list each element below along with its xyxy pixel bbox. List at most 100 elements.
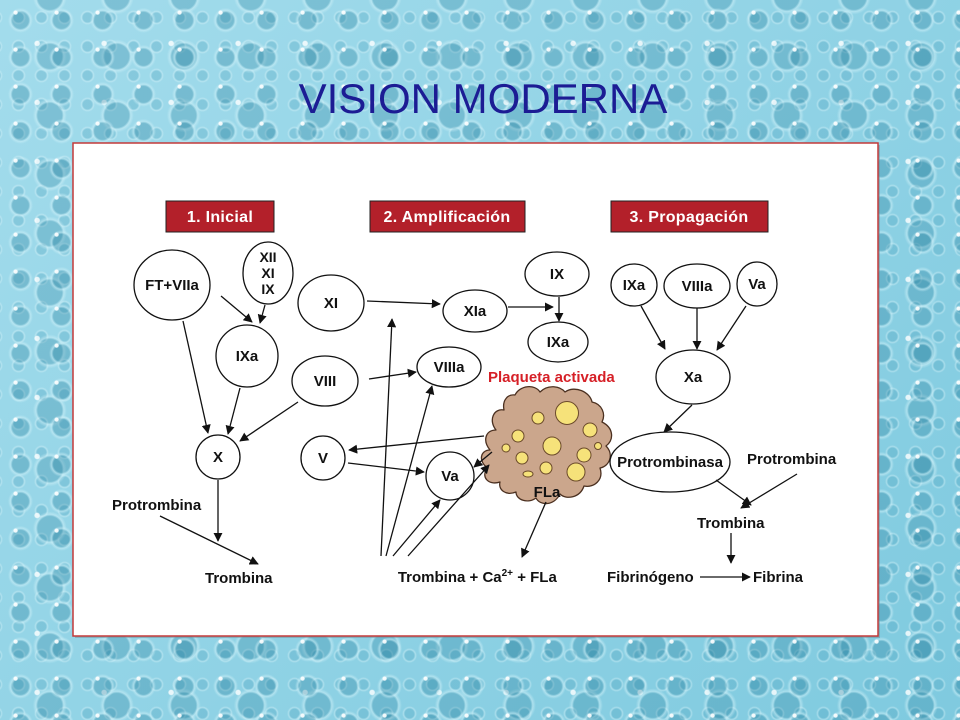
node-v-shape xyxy=(300,435,346,481)
arrow-platelet-to-fla xyxy=(521,501,547,558)
node-viiia-propagacion-label: VIIIa xyxy=(682,278,714,295)
platelet-granule xyxy=(531,411,545,425)
node-ixa-inicial: IXa xyxy=(215,324,279,388)
arrow-xi-to-xia xyxy=(366,299,441,309)
phase-header-amplificacion: 2. Amplificación xyxy=(369,200,526,233)
node-xi: XI xyxy=(297,274,365,332)
node-v: V xyxy=(300,435,346,481)
arrow-viii-to-x xyxy=(239,401,299,442)
node-ix: IX xyxy=(524,251,590,297)
phase-header-amplificacion-box xyxy=(369,200,526,233)
node-ix-shape xyxy=(524,251,590,297)
platelet-granule xyxy=(566,462,586,482)
node-contact-factor-xi: XI xyxy=(261,265,274,281)
node-ixa-amplificacion: IXa xyxy=(527,321,589,363)
arrow-trombina-to-va xyxy=(392,499,441,557)
label-trombina-ca: Trombina + Ca xyxy=(398,569,502,586)
label-trombina-inicial: Trombina xyxy=(205,570,273,587)
activated-platelet: FLa xyxy=(480,386,613,505)
arrow-platelet-to-va xyxy=(473,451,493,468)
arrow-contact-to-ixa xyxy=(257,304,267,324)
node-viii-label: VIII xyxy=(314,373,337,390)
platelet-granule xyxy=(576,447,592,463)
node-va-amplificacion: Va xyxy=(425,451,475,501)
phase-header-inicial-box xyxy=(165,200,275,233)
arrow-va-to-xa xyxy=(716,305,747,351)
platelet-granule xyxy=(555,401,579,425)
platelet-granule xyxy=(539,461,553,475)
node-viiia-amplificacion-shape xyxy=(416,346,482,388)
node-x: X xyxy=(195,434,241,480)
arrow-viii-to-viiia xyxy=(368,368,417,380)
node-va-propagacion-label: Va xyxy=(748,276,766,293)
node-ft-viia-shape xyxy=(133,249,211,321)
phase-header-propagacion-label: 3. Propagación xyxy=(630,209,749,226)
node-xa-label: Xa xyxy=(684,369,703,386)
arrow-ftviia-to-ixa xyxy=(220,295,253,323)
node-v-label: V xyxy=(318,450,328,467)
node-va-propagacion-shape xyxy=(736,261,778,307)
node-ixa-inicial-shape xyxy=(215,324,279,388)
node-xia-shape xyxy=(442,289,508,333)
node-xi-shape xyxy=(297,274,365,332)
arrow-xa-to-protrombinasa xyxy=(663,404,693,433)
phase-header-propagacion: 3. Propagación xyxy=(610,200,769,233)
node-contact-factors-shape xyxy=(242,241,294,305)
node-ixa-propagacion-label: IXa xyxy=(623,277,646,294)
node-x-label: X xyxy=(213,449,223,466)
phase-header-inicial: 1. Inicial xyxy=(165,200,275,233)
arrow-protrombina-to-trombina xyxy=(159,515,259,565)
node-ixa-propagacion-shape xyxy=(610,263,658,307)
node-contact-factor-xii: XII xyxy=(259,249,276,265)
node-protrombinasa-label: Protrombinasa xyxy=(617,454,724,471)
node-viii: VIII xyxy=(291,355,359,407)
slide-title: VISION MODERNA xyxy=(299,75,668,122)
phase-header-inicial-label: 1. Inicial xyxy=(187,209,253,226)
node-ixa-inicial-label: IXa xyxy=(236,348,259,365)
node-va-amplificacion-label: Va xyxy=(441,468,459,485)
node-protrombinasa: Protrombinasa xyxy=(609,431,731,493)
label-protrombina-inicial: Protrombina xyxy=(112,497,202,514)
label-protrombina-propagacion: Protrombina xyxy=(747,451,837,468)
label-fibrina: Fibrina xyxy=(753,569,804,586)
node-ixa-amplificacion-label: IXa xyxy=(547,334,570,351)
node-viiia-amplificacion: VIIIa xyxy=(416,346,482,388)
arrow-v-to-va xyxy=(347,462,425,476)
node-contact-factors: XII XI IX xyxy=(242,241,294,305)
node-va-amplificacion-shape xyxy=(425,451,475,501)
arrow-ftviia-to-x xyxy=(182,320,211,434)
platelet-granule xyxy=(594,442,602,450)
platelet-granule xyxy=(501,443,511,453)
node-xi-label: XI xyxy=(324,295,338,312)
arrow-ixa-to-xa xyxy=(640,305,666,350)
phase-header-amplificacion-label: 2. Amplificación xyxy=(384,209,511,226)
platelet-granule xyxy=(511,429,525,443)
node-viii-shape xyxy=(291,355,359,407)
node-ix-label: IX xyxy=(550,266,564,283)
node-xia: XIa xyxy=(442,289,508,333)
node-xa: Xa xyxy=(655,349,731,405)
label-ca-superscript: 2+ xyxy=(502,568,514,579)
node-xia-label: XIa xyxy=(464,303,487,320)
platelet-granule xyxy=(515,451,529,465)
arrow-trombina-to-viiia xyxy=(385,385,435,557)
label-trombina-ca-fla: Trombina + Ca2+ + FLa xyxy=(377,568,569,586)
label-trombina-propagacion: Trombina xyxy=(697,515,765,532)
label-fla: + FLa xyxy=(513,569,557,586)
platelet-granule xyxy=(522,470,534,478)
node-va-propagacion: Va xyxy=(736,261,778,307)
node-xa-shape xyxy=(655,349,731,405)
arrow-protrombina-to-trombina xyxy=(740,473,798,509)
arrow-ixa-to-x xyxy=(225,387,241,435)
arrow-trombina-to-xi-activation xyxy=(380,318,397,557)
platelet-fla-label: FLa xyxy=(534,484,561,501)
node-x-shape xyxy=(195,434,241,480)
node-viiia-amplificacion-label: VIIIa xyxy=(434,359,466,376)
platelet-granule xyxy=(542,436,562,456)
node-contact-factor-ix: IX xyxy=(261,281,275,297)
label-fibrinogeno: Fibrinógeno xyxy=(607,569,694,586)
platelet-label: Plaqueta activada xyxy=(488,369,615,386)
arrow-trombina-to-platelet xyxy=(407,464,490,557)
